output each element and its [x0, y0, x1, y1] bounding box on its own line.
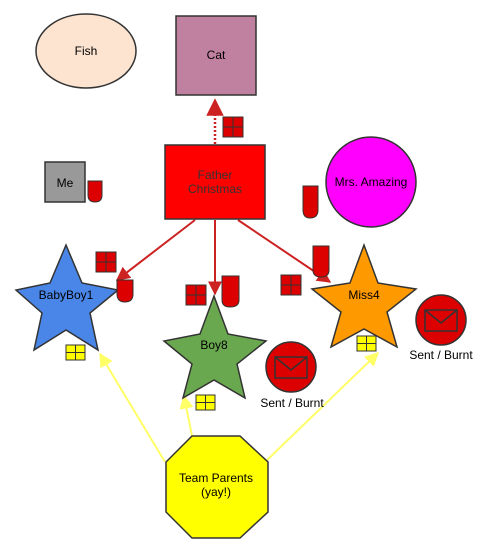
boy-shape — [162, 293, 268, 400]
envelope-icon[interactable] — [415, 294, 467, 346]
node-father-christmas[interactable]: Father Christmas — [164, 144, 266, 220]
node-mrs-amazing[interactable]: Mrs. Amazing — [325, 136, 417, 228]
status-sent-burnt: Sent / Burnt — [409, 348, 473, 362]
gift-icon — [356, 335, 377, 352]
father-label-line1: Father — [198, 168, 233, 182]
father-shape — [164, 144, 266, 220]
miss-shape — [310, 242, 418, 349]
stocking-icon — [312, 245, 330, 278]
gift-icon — [222, 116, 244, 138]
babyboy-shape — [14, 243, 120, 352]
stocking-icon — [116, 279, 134, 303]
node-miss[interactable]: Miss4 — [310, 242, 418, 349]
me-shape — [44, 161, 86, 203]
cat-shape — [175, 15, 257, 96]
edges — [99, 98, 380, 463]
gift-icon — [280, 274, 302, 296]
stocking-icon — [87, 180, 103, 203]
fish-label: Fish — [75, 44, 98, 58]
stocking-icon — [302, 185, 319, 219]
gift-icon — [185, 284, 207, 306]
fish-shape — [35, 13, 137, 89]
mrs-amazing-shape — [325, 136, 417, 228]
stocking-icon — [221, 275, 240, 308]
boy-label: Boy8 — [200, 338, 228, 352]
edge-father-babyboy — [115, 219, 196, 281]
node-cat[interactable]: Cat — [175, 15, 257, 96]
team-parents-shape — [165, 435, 269, 539]
cat-label: Cat — [207, 48, 226, 62]
gift-icon — [65, 344, 86, 361]
babyboy-label: BabyBoy1 — [39, 288, 94, 302]
node-team-parents[interactable]: Team Parents (yay!) — [165, 435, 269, 539]
node-me[interactable]: Me — [44, 161, 86, 203]
status-sent-burnt: Sent / Burnt — [260, 396, 324, 410]
node-babyboy[interactable]: BabyBoy1 — [14, 243, 120, 352]
mrs-amazing-label: Mrs. Amazing — [335, 175, 408, 189]
edge-parents-miss — [264, 352, 380, 463]
gift-icon — [95, 251, 117, 273]
team-parents-label-line2: (yay!) — [201, 485, 231, 499]
miss-label: Miss4 — [348, 288, 380, 302]
gift-icon — [195, 394, 216, 411]
edge-parents-babyboy — [99, 352, 166, 463]
father-label-line2: Christmas — [188, 182, 242, 196]
node-fish[interactable]: Fish — [35, 13, 137, 89]
edge-parents-boy — [179, 394, 194, 437]
envelope-icon[interactable] — [265, 341, 317, 393]
node-boy[interactable]: Boy8 — [162, 293, 268, 400]
team-parents-label-line1: Team Parents — [179, 471, 253, 485]
me-label: Me — [57, 176, 74, 190]
